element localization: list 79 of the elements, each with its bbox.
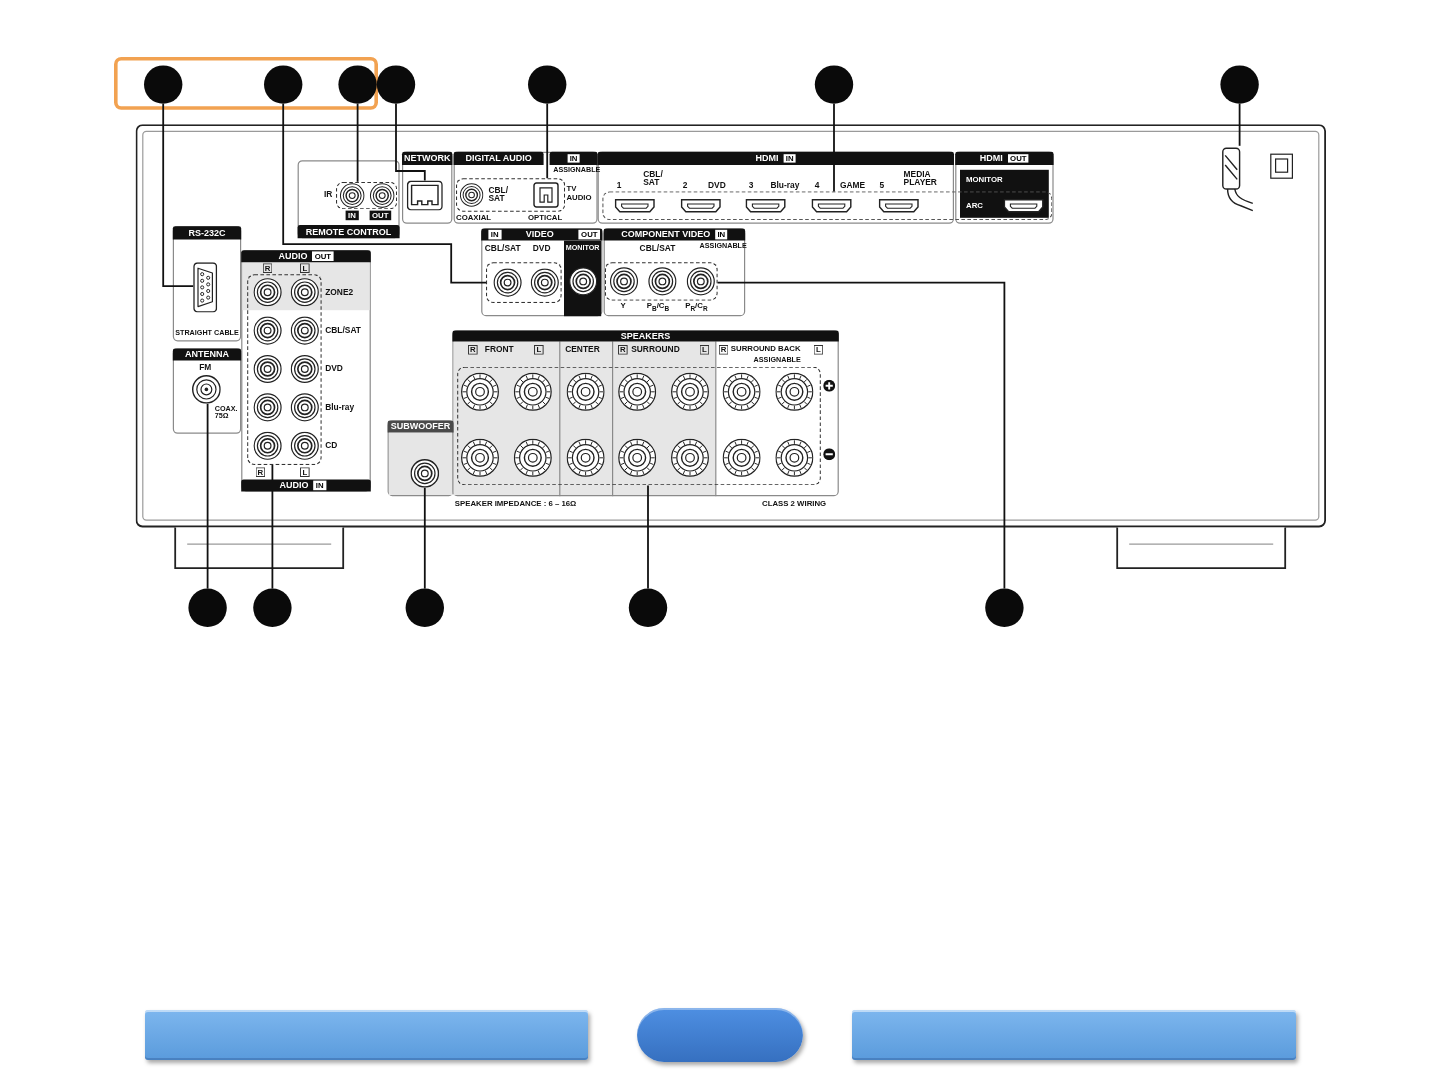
leader-line xyxy=(162,102,195,288)
callout-dot xyxy=(985,588,1024,627)
rca-jack-icon xyxy=(410,459,440,488)
callout-dot xyxy=(253,588,292,627)
jack-group-outline xyxy=(456,178,566,212)
callout-dot xyxy=(338,65,377,104)
panel-heading: COMPONENT VIDEO xyxy=(621,229,711,240)
serial-port-icon xyxy=(193,262,218,313)
leader-line xyxy=(546,102,549,180)
leader-line xyxy=(395,102,426,182)
jack-label: FM xyxy=(199,363,212,372)
leader-line xyxy=(282,102,487,284)
panel-heading: HDMI xyxy=(755,153,779,164)
callout-dot xyxy=(264,65,303,104)
panel-heading: NETWORK xyxy=(403,153,451,164)
panel-heading: SPEAKERS xyxy=(620,331,671,341)
panel-heading: AUDIO xyxy=(279,480,309,491)
jack-label: ZONE2 xyxy=(325,287,354,297)
jack-label: FRONT xyxy=(484,345,514,354)
leader-line xyxy=(716,281,1006,590)
jack-label: DVD xyxy=(325,364,343,373)
jack-label: 3 xyxy=(748,180,754,190)
jack-label: CBL/ SAT xyxy=(488,185,509,204)
jack-label: MEDIA PLAYER xyxy=(903,169,938,188)
jack-label: 5 xyxy=(879,180,885,190)
coaxial-jack-icon xyxy=(192,375,221,404)
jack-label: DVD xyxy=(532,244,551,253)
jack-label: CBL/ SAT xyxy=(643,169,664,188)
jack-label: CD xyxy=(325,441,338,450)
ethernet-port-icon xyxy=(406,180,443,211)
panel-heading: AUDIO xyxy=(278,251,308,261)
jack-label: 4 xyxy=(814,180,820,190)
panel-heading: DIGITAL AUDIO xyxy=(465,153,532,164)
jack-label: CENTER xyxy=(565,345,600,354)
connector-panel xyxy=(297,160,400,239)
panel-heading: REMOTE CONTROL xyxy=(305,226,392,237)
connector-panel xyxy=(402,151,453,224)
power-cord-icon xyxy=(1219,145,1256,213)
panel-heading: HDMI xyxy=(979,153,1003,164)
leader-line xyxy=(647,484,649,590)
leader-line xyxy=(1238,102,1241,147)
connector-panel xyxy=(387,420,454,497)
panel-heading: ANTENNA xyxy=(185,349,229,360)
jack-label: Blu-ray xyxy=(770,180,800,190)
connector-panel xyxy=(603,228,746,317)
callout-dot xyxy=(188,588,227,627)
jack-group-outline xyxy=(336,181,398,210)
jack-label: SURROUND xyxy=(631,345,680,354)
jack-label: CBL/SAT xyxy=(325,325,361,335)
callout-dot xyxy=(814,65,854,104)
connector-panel xyxy=(453,151,598,224)
panel-heading: SUBWOOFER xyxy=(390,421,451,432)
connector-panel xyxy=(481,228,603,317)
jack-label: IR xyxy=(324,190,333,199)
panel-heading: RS-232C xyxy=(188,228,226,238)
nav-button xyxy=(852,1010,1296,1060)
callout-dot xyxy=(405,588,444,627)
leader-line xyxy=(423,486,426,590)
jack-label: CBL/SAT xyxy=(484,244,521,253)
callout-dot xyxy=(144,65,183,104)
leader-line xyxy=(271,464,274,590)
leader-line xyxy=(356,102,359,183)
callout-dot xyxy=(628,588,668,627)
panel-heading: VIDEO xyxy=(525,229,554,240)
callout-dot xyxy=(376,65,416,104)
jack-label: GAME xyxy=(840,180,866,190)
jack-label: 2 xyxy=(682,180,688,190)
jack-label: Blu-ray xyxy=(325,402,355,412)
jack-label: CBL/SAT xyxy=(639,244,676,253)
connector-panel xyxy=(241,250,371,492)
callout-dot xyxy=(528,65,567,104)
nav-button xyxy=(145,1010,588,1060)
jack-label: DVD xyxy=(708,180,726,190)
highlight-frame xyxy=(114,57,378,110)
connector-panel xyxy=(452,330,839,497)
nav-button xyxy=(637,1008,803,1062)
leader-line xyxy=(206,402,209,590)
jack-label: 1 xyxy=(616,180,622,190)
callout-dot xyxy=(1220,65,1259,104)
